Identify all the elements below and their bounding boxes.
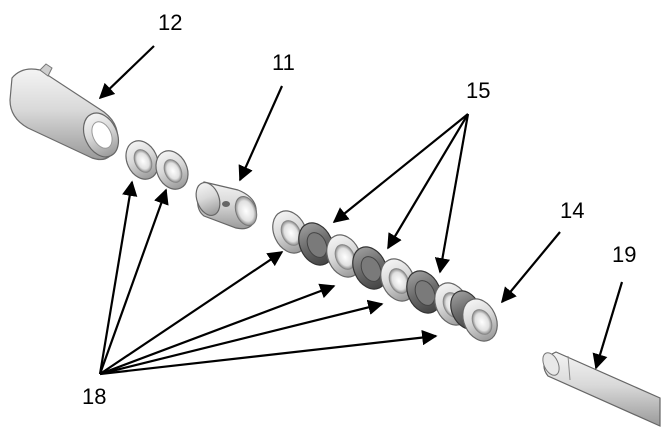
callout-18: 18 (82, 384, 106, 409)
ring-stack (272, 210, 498, 342)
part-18-ring-left-2 (155, 150, 189, 190)
callout-12: 12 (158, 10, 182, 35)
leader-18-e (99, 299, 384, 376)
part-12-sleeve (9, 63, 120, 161)
part-14-end-ring (462, 298, 498, 342)
leader-12 (98, 45, 155, 100)
leader-18-d (99, 283, 336, 376)
part-11-spacer (195, 181, 258, 230)
part-15-ring-1 (298, 222, 334, 266)
callout-labels: 12 11 15 14 19 18 (82, 10, 636, 409)
callout-14: 14 (560, 198, 584, 223)
leader-18-f (99, 329, 438, 376)
leader-19 (592, 281, 624, 370)
part-15-ring-3 (406, 270, 442, 314)
callout-11: 11 (272, 50, 295, 75)
part-19-rod (542, 351, 661, 427)
leader-lines (98, 45, 624, 376)
leader-15-c (434, 113, 470, 274)
leader-18-c (99, 251, 284, 375)
leader-14 (501, 231, 561, 304)
leader-15-b (387, 113, 469, 250)
callout-19: 19 (612, 242, 636, 267)
leader-18-a (98, 180, 138, 375)
part-18-ring-left-1 (125, 140, 159, 180)
part-15-ring-2 (352, 246, 388, 290)
callout-15: 15 (466, 78, 490, 103)
leader-11 (238, 85, 284, 182)
leader-18-b (98, 188, 169, 375)
leader-15-a (332, 113, 469, 223)
